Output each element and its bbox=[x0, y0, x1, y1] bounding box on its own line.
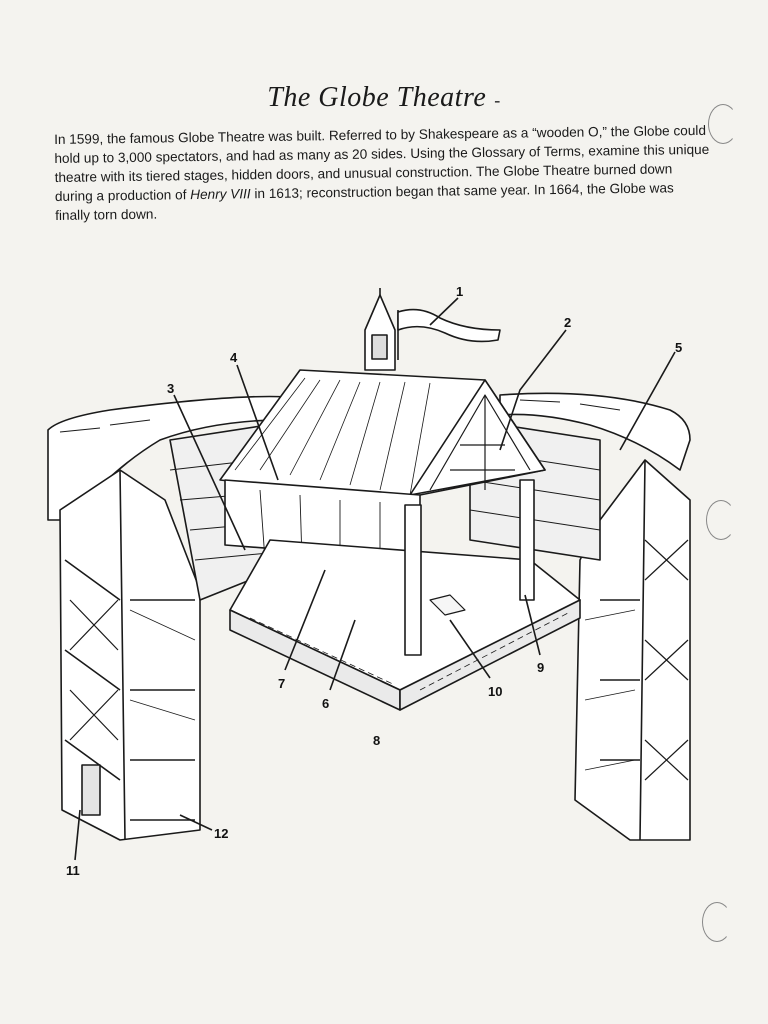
binder-hole-middle bbox=[706, 500, 736, 540]
hut-window bbox=[371, 334, 388, 360]
callout-10: 10 bbox=[488, 684, 502, 699]
callout-3: 3 bbox=[167, 381, 174, 396]
stage-pillar-left bbox=[404, 504, 422, 656]
callout-1: 1 bbox=[456, 284, 463, 299]
callout-9: 9 bbox=[537, 660, 544, 675]
callout-8: 8 bbox=[373, 733, 380, 748]
callout-12: 12 bbox=[214, 826, 228, 841]
callout-2: 2 bbox=[564, 315, 571, 330]
left-tower-door bbox=[81, 764, 101, 816]
page-title: The Globe Theatre- bbox=[0, 82, 768, 114]
left-gallery-tower bbox=[59, 469, 201, 841]
callout-6: 6 bbox=[322, 696, 329, 711]
callout-5: 5 bbox=[675, 340, 682, 355]
trap-door bbox=[429, 594, 466, 616]
binder-hole-bottom bbox=[702, 902, 732, 942]
flag bbox=[397, 308, 501, 343]
callout-4: 4 bbox=[230, 350, 238, 365]
callout-11: 11 bbox=[66, 863, 80, 878]
title-mark: - bbox=[494, 90, 501, 110]
stage-front-right bbox=[399, 599, 581, 711]
callout-7: 7 bbox=[278, 676, 285, 691]
binder-hole-top bbox=[708, 104, 738, 144]
thatched-roof-right bbox=[499, 392, 691, 471]
title-text: The Globe Theatre bbox=[267, 82, 487, 113]
stage-pillar-right bbox=[519, 479, 535, 601]
